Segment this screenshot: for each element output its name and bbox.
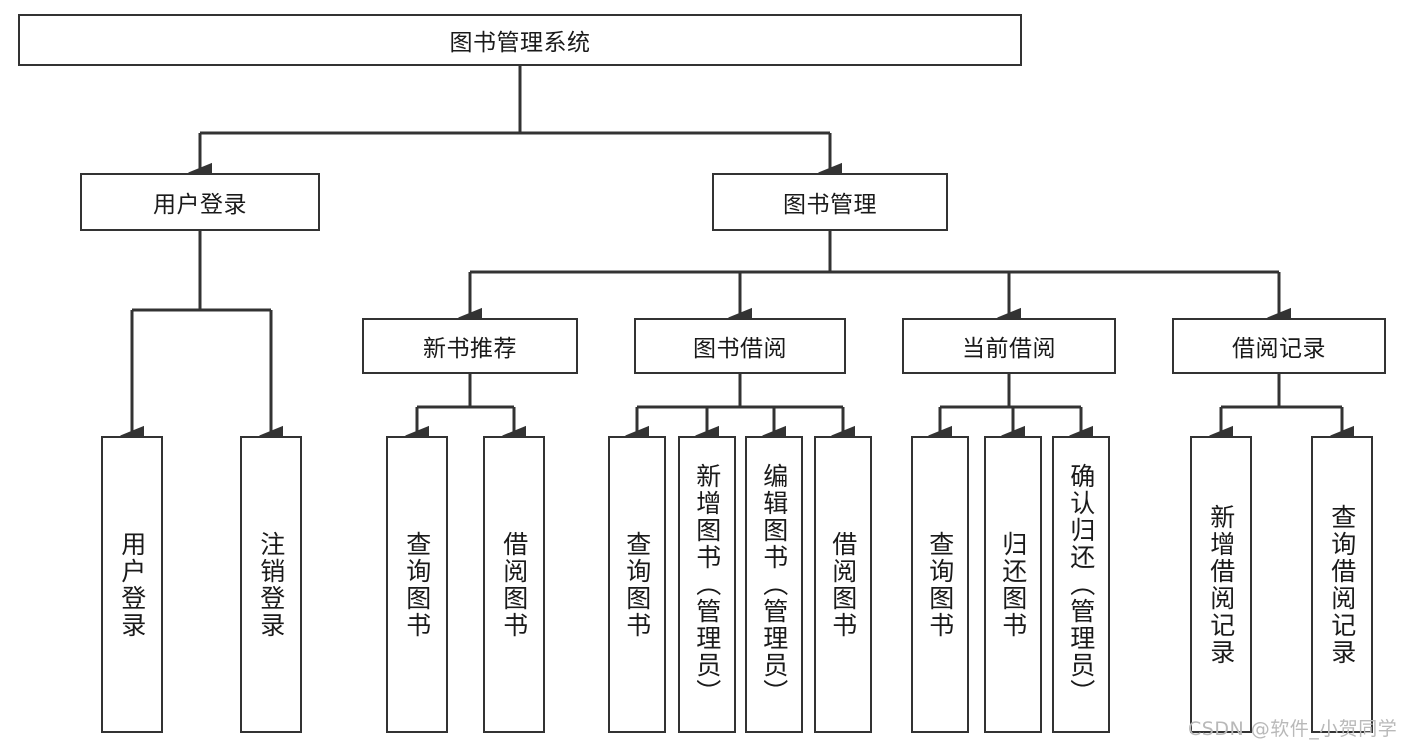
leaf-query-book-2[interactable]: 查询图书 [608, 436, 666, 733]
node-root-label: 图书管理系统 [449, 30, 591, 56]
leaf-return-book-label: 归还图书 [998, 530, 1028, 639]
leaf-user-login[interactable]: 用户登录 [101, 436, 163, 733]
node-borrow-record-label: 借阅记录 [1232, 336, 1326, 362]
leaf-confirm-return-label: 确认归还（管理员） [1066, 463, 1096, 706]
leaf-query-record-label: 查询借阅记录 [1327, 503, 1357, 666]
leaf-add-record-label: 新增借阅记录 [1206, 503, 1236, 666]
leaf-query-book-2-label: 查询图书 [622, 530, 652, 639]
leaf-edit-book-label: 编辑图书（管理员） [759, 463, 789, 706]
node-book-borrow[interactable]: 图书借阅 [634, 318, 846, 374]
leaf-add-record[interactable]: 新增借阅记录 [1190, 436, 1252, 733]
node-book-borrow-label: 图书借阅 [693, 336, 787, 362]
leaf-return-book[interactable]: 归还图书 [984, 436, 1042, 733]
leaf-query-book-1-label: 查询图书 [402, 530, 432, 639]
node-new-book-recommend-label: 新书推荐 [423, 336, 517, 362]
leaf-borrow-book-2[interactable]: 借阅图书 [814, 436, 872, 733]
node-current-borrow[interactable]: 当前借阅 [902, 318, 1116, 374]
leaf-confirm-return[interactable]: 确认归还（管理员） [1052, 436, 1110, 733]
leaf-edit-book[interactable]: 编辑图书（管理员） [745, 436, 803, 733]
leaf-query-book-1[interactable]: 查询图书 [386, 436, 448, 733]
node-borrow-record[interactable]: 借阅记录 [1172, 318, 1386, 374]
node-user-login-label: 用户登录 [153, 192, 247, 218]
node-book-manage-label: 图书管理 [783, 192, 877, 218]
leaf-logout-label: 注销登录 [256, 530, 286, 639]
leaf-add-book-label: 新增图书（管理员） [692, 463, 722, 706]
node-user-login[interactable]: 用户登录 [80, 173, 320, 231]
watermark: CSDN @软件_小贺同学 [1188, 718, 1398, 740]
node-current-borrow-label: 当前借阅 [962, 336, 1056, 362]
leaf-logout[interactable]: 注销登录 [240, 436, 302, 733]
leaf-borrow-book-1[interactable]: 借阅图书 [483, 436, 545, 733]
node-root[interactable]: 图书管理系统 [18, 14, 1022, 66]
node-book-manage[interactable]: 图书管理 [712, 173, 948, 231]
leaf-borrow-book-1-label: 借阅图书 [499, 530, 529, 639]
leaf-add-book[interactable]: 新增图书（管理员） [678, 436, 736, 733]
edge-group [120, 66, 1354, 446]
leaf-user-login-label: 用户登录 [117, 530, 147, 639]
node-new-book-recommend[interactable]: 新书推荐 [362, 318, 578, 374]
leaf-query-book-3-label: 查询图书 [925, 530, 955, 639]
leaf-query-record[interactable]: 查询借阅记录 [1311, 436, 1373, 733]
leaf-borrow-book-2-label: 借阅图书 [828, 530, 858, 639]
leaf-query-book-3[interactable]: 查询图书 [911, 436, 969, 733]
